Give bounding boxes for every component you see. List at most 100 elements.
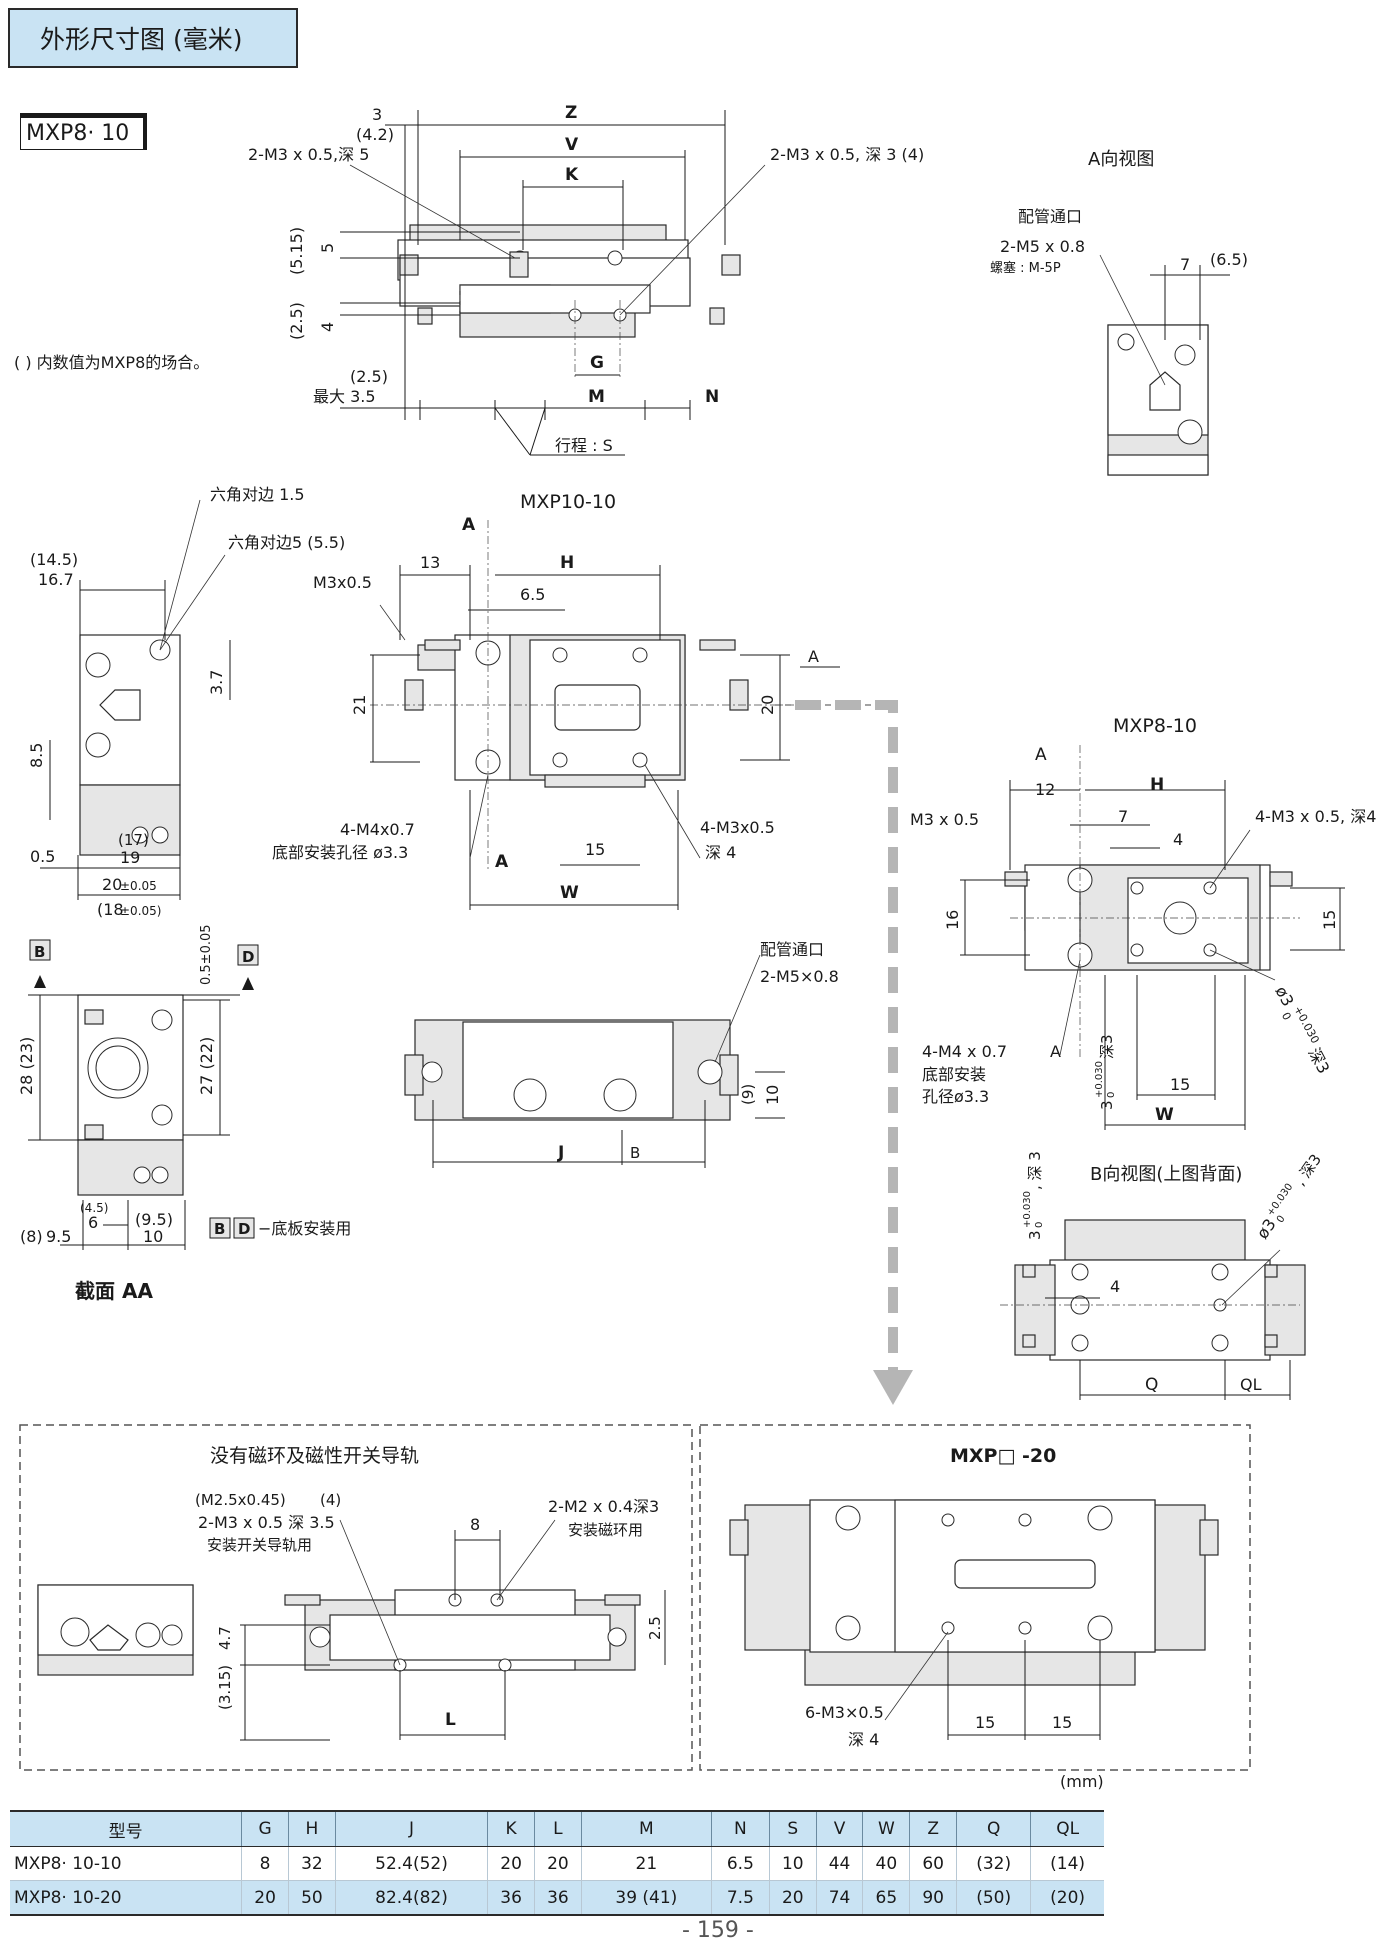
hole-left-label: 2-M3 x 0.5,深 5 [248, 145, 369, 164]
aa-bd-note: −底板安装用 [258, 1219, 351, 1238]
mxp8-deep3: 深3 [1304, 1045, 1333, 1077]
a-port: 配管通口 [1018, 207, 1082, 226]
table-cell: 6.5 [711, 1846, 770, 1881]
b-tol02: 0 [1275, 1214, 1288, 1226]
b-tolp: +0.030 [1022, 1191, 1033, 1228]
col-ql: QL [1030, 1810, 1104, 1847]
dim-4: 4 [318, 322, 337, 332]
mxp10-m3b: 4-M3x0.5 [700, 818, 775, 837]
col-w: W [862, 1810, 911, 1847]
dim-5: 5 [318, 243, 337, 253]
table-cell: 20 [487, 1846, 536, 1881]
table-cell: 8 [241, 1846, 289, 1881]
mxp20-15b: 15 [1052, 1713, 1072, 1732]
side-18: (18 [97, 900, 124, 919]
mxp8-7: 7 [1118, 807, 1128, 826]
section-aa: B D 0.5±0.05 28 (23) 27 (22) (4.5) 6 (9.… [17, 924, 351, 1303]
mxp20-m3: 6-M3×0.5 [805, 1703, 884, 1722]
col-v: V [816, 1810, 864, 1847]
table-cell: 50 [288, 1880, 336, 1916]
table-cell: (32) [956, 1846, 1032, 1881]
mxp8-title: MXP8-10 [1113, 715, 1197, 737]
mxp10-21: 21 [350, 695, 369, 715]
model-label: MXP8· 10 [20, 113, 147, 150]
side-14-5: (14.5) [30, 550, 78, 569]
dim-z: Z [565, 103, 577, 123]
side-20: 20 [102, 875, 122, 894]
panel-no-magnet: 没有磁环及磁性开关导轨 (M2.5x0.45) (4) 2-M3 x 0.5 [19, 1424, 693, 1771]
table-cell: 74 [816, 1880, 864, 1916]
view-b-title: B向视图(上图背面) [1090, 1164, 1242, 1185]
side-19: 19 [120, 848, 140, 867]
view-side: 六角对边 1.5 六角对边5 (5.5) (14.5) 16.7 3.7 8.5… [27, 485, 345, 919]
side-8-5: 8.5 [27, 743, 46, 768]
no-magnet-title: 没有磁环及磁性开关导轨 [210, 1445, 419, 1467]
nm-2-5: 2.5 [646, 1616, 664, 1640]
col-model: 型号 [10, 1810, 243, 1847]
side-18-tol: ±0.05) [120, 904, 161, 918]
mxp8-15: 15 [1320, 910, 1339, 930]
nm-m25: (M2.5x0.45) [195, 1491, 286, 1509]
side-3-7: 3.7 [207, 670, 226, 695]
aa-9-5p: (9.5) [135, 1210, 173, 1229]
dim-2-5b: (2.5) [350, 367, 388, 386]
mxp20-depth: 深 4 [848, 1730, 879, 1749]
nm-ring: 安装磁环用 [568, 1521, 643, 1539]
a-dim-6-5: (6.5) [1210, 250, 1248, 269]
front-port: 配管通口 [760, 940, 824, 959]
table-cell: 82.4(82) [335, 1880, 489, 1916]
dim-g: G [590, 353, 604, 373]
mxp20-15a: 15 [975, 1713, 995, 1732]
mxp8-tolp-b: +0.030 [1094, 1061, 1105, 1098]
mxp8-16: 16 [943, 910, 962, 930]
table-cell: 20 [534, 1846, 582, 1881]
mxp10-13: 13 [420, 553, 440, 572]
mxp10-depth: 深 4 [705, 843, 736, 862]
b-q: Q [1145, 1375, 1158, 1395]
a-dim-7: 7 [1180, 255, 1190, 274]
mxp8-m3: M3 x 0.5 [910, 810, 979, 829]
mxp8-a-top: A [1035, 745, 1047, 765]
col-m: M [581, 1810, 712, 1847]
front-port-size: 2-M5×0.8 [760, 967, 839, 986]
b-3: 3 [1026, 1230, 1044, 1240]
hole-right-label: 2-M3 x 0.5, 深 3 (4) [770, 145, 924, 164]
aa-b-marker: B [34, 943, 45, 961]
dim-k: K [565, 165, 579, 185]
side-20-tol: ±0.05 [120, 879, 157, 893]
paren-note: ( ) 内数值为MXP8的场合。 [14, 353, 209, 372]
mxp10-base-hole: 底部安装孔径 ø3.3 [272, 843, 408, 862]
front-b: B [630, 1144, 640, 1162]
table-cell: (14) [1030, 1846, 1104, 1881]
hex-1-5: 六角对边 1.5 [210, 485, 305, 504]
view-a: A向视图 配管通口 2-M5 x 0.8 螺塞 : M-5P 7 (6.5) [990, 149, 1248, 476]
mxp8-tol0: 0 [1279, 1010, 1294, 1022]
view-top: 3 (4.2) Z V K 2-M3 x 0.5,深 5 2-M3 x 0.5,… [248, 103, 924, 456]
mxp8-m3b: 4-M3 x 0.5, 深4 [1255, 807, 1376, 826]
mxp8-15b: 15 [1170, 1075, 1190, 1094]
table-cell: 20 [769, 1880, 817, 1916]
dimension-table: 型号 G H J K L M N S V W Z Q QL MXP8· 10-1… [10, 1810, 1104, 1916]
mxp10-m4: 4-M4x0.7 [340, 820, 415, 839]
aa-d-box: D [238, 1220, 250, 1238]
dim-5-15: (5.15) [287, 227, 306, 275]
dim-v: V [565, 135, 579, 155]
mxp8-tol0-b: 0 [1106, 1092, 1117, 1098]
table-cell: 39 (41) [581, 1880, 712, 1916]
page-number: - 159 - [682, 1918, 754, 1943]
col-h: H [288, 1810, 336, 1847]
mxp8-w: W [1155, 1105, 1174, 1125]
stroke-label: 行程 : S [555, 436, 613, 455]
mxp10-m3: M3x0.5 [313, 573, 372, 592]
nm-3-15: (3.15) [216, 1665, 234, 1710]
table-cell: 36 [487, 1880, 536, 1916]
table-cell: 10 [769, 1846, 817, 1881]
aa-b-box: B [214, 1220, 225, 1238]
mxp8-12: 12 [1035, 780, 1055, 799]
a-plug: 螺塞 : M-5P [990, 260, 1061, 276]
col-g: G [241, 1810, 289, 1847]
aa-9-5: 9.5 [46, 1227, 71, 1246]
panel-mxp20: MXP□ -20 6-M3×0.5 深 4 15 15 [699, 1424, 1251, 1771]
mxp8-m4: 4-M4 x 0.7 [922, 1042, 1007, 1061]
table-cell: 7.5 [711, 1880, 770, 1916]
